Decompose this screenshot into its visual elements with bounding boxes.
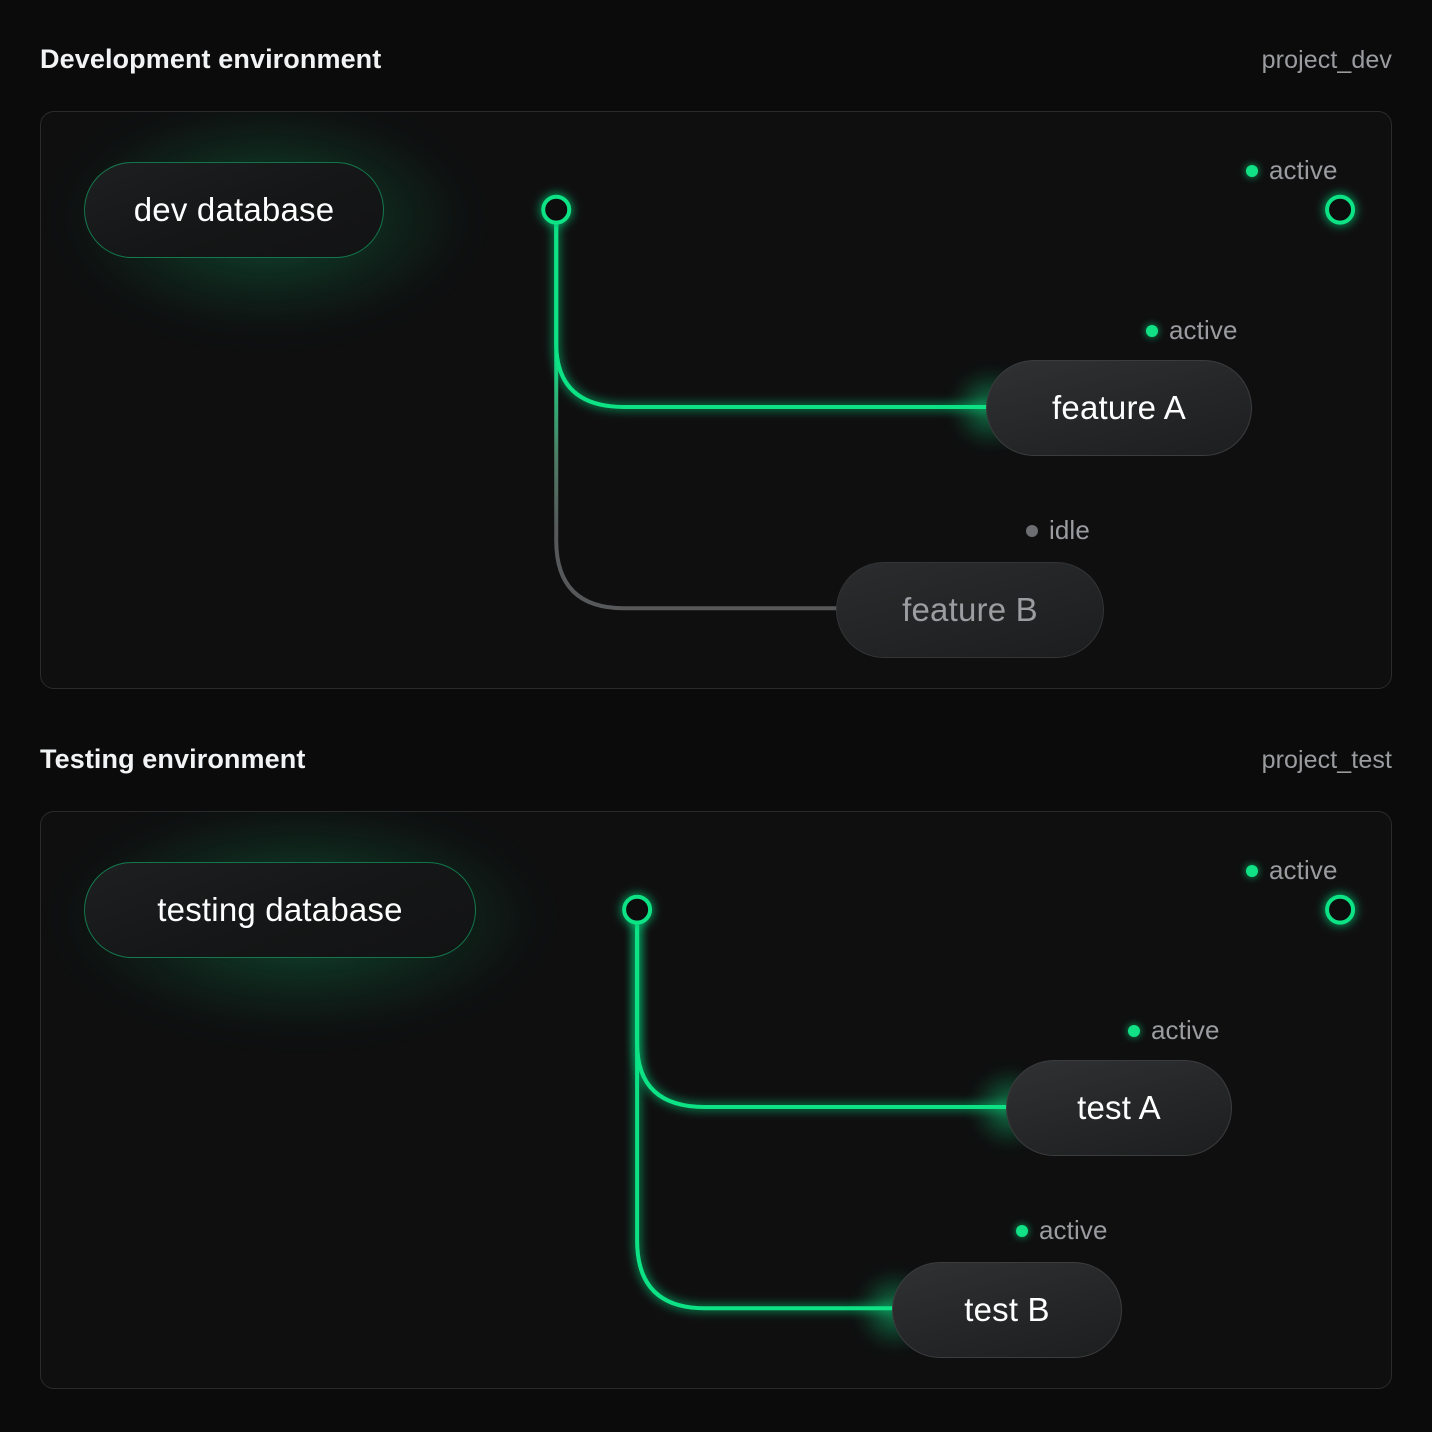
page-title: Testing environment	[40, 744, 306, 774]
section-header-testing: Testing environment project_test	[40, 744, 1392, 775]
node-test-a[interactable]: test A	[1006, 1060, 1232, 1156]
section-header-development: Development environment project_dev	[40, 44, 1392, 75]
junction-node[interactable]	[541, 194, 572, 225]
project-label: project_test	[1261, 746, 1392, 774]
status-dot-icon	[1016, 1224, 1028, 1237]
node-label: dev database	[133, 191, 335, 228]
project-label: project_dev	[1261, 46, 1392, 74]
node-label: testing database	[157, 891, 403, 928]
trunk-endpoint-node[interactable]	[1325, 894, 1356, 925]
node-feature-b[interactable]: feature B	[836, 562, 1104, 658]
node-test-b[interactable]: test B	[892, 1262, 1122, 1358]
status-dot-icon	[1246, 164, 1258, 177]
trunk-endpoint-node[interactable]	[1325, 194, 1356, 225]
status-test-a: active	[1128, 1015, 1220, 1046]
node-label: test A	[1077, 1089, 1161, 1126]
status-label: active	[1269, 155, 1338, 185]
status-label: active	[1269, 855, 1338, 885]
edge-junction-to-test-a	[635, 909, 1010, 1109]
status-dot-icon	[1026, 524, 1038, 537]
node-label: test B	[964, 1291, 1050, 1328]
status-feature-a: active	[1146, 315, 1238, 346]
status-trunk-endpoint: active	[1246, 155, 1338, 186]
edge-junction-to-feature-a	[554, 209, 990, 409]
status-dot-icon	[1146, 324, 1158, 337]
page-title: Development environment	[40, 44, 382, 74]
status-trunk-endpoint: active	[1246, 855, 1338, 886]
edge-junction-to-feature-b	[554, 209, 840, 611]
junction-node[interactable]	[622, 894, 653, 925]
testing-environment-card: testing database active active test A ac…	[40, 811, 1392, 1389]
status-dot-icon	[1246, 864, 1258, 877]
node-feature-a[interactable]: feature A	[986, 360, 1252, 456]
node-label: feature B	[902, 591, 1038, 628]
node-testing-database[interactable]: testing database	[84, 862, 476, 958]
status-label: idle	[1049, 515, 1090, 545]
status-label: active	[1039, 1215, 1108, 1245]
status-label: active	[1169, 315, 1238, 345]
status-test-b: active	[1016, 1215, 1108, 1246]
node-dev-database[interactable]: dev database	[84, 162, 384, 258]
status-feature-b: idle	[1026, 515, 1090, 546]
status-dot-icon	[1128, 1024, 1140, 1037]
development-environment-card: dev database active active feature A idl…	[40, 111, 1392, 689]
testing-connectors	[475, 894, 1356, 1311]
development-connectors	[383, 194, 1356, 611]
node-label: feature A	[1052, 389, 1186, 426]
status-label: active	[1151, 1015, 1220, 1045]
edge-junction-to-test-b	[635, 909, 895, 1311]
